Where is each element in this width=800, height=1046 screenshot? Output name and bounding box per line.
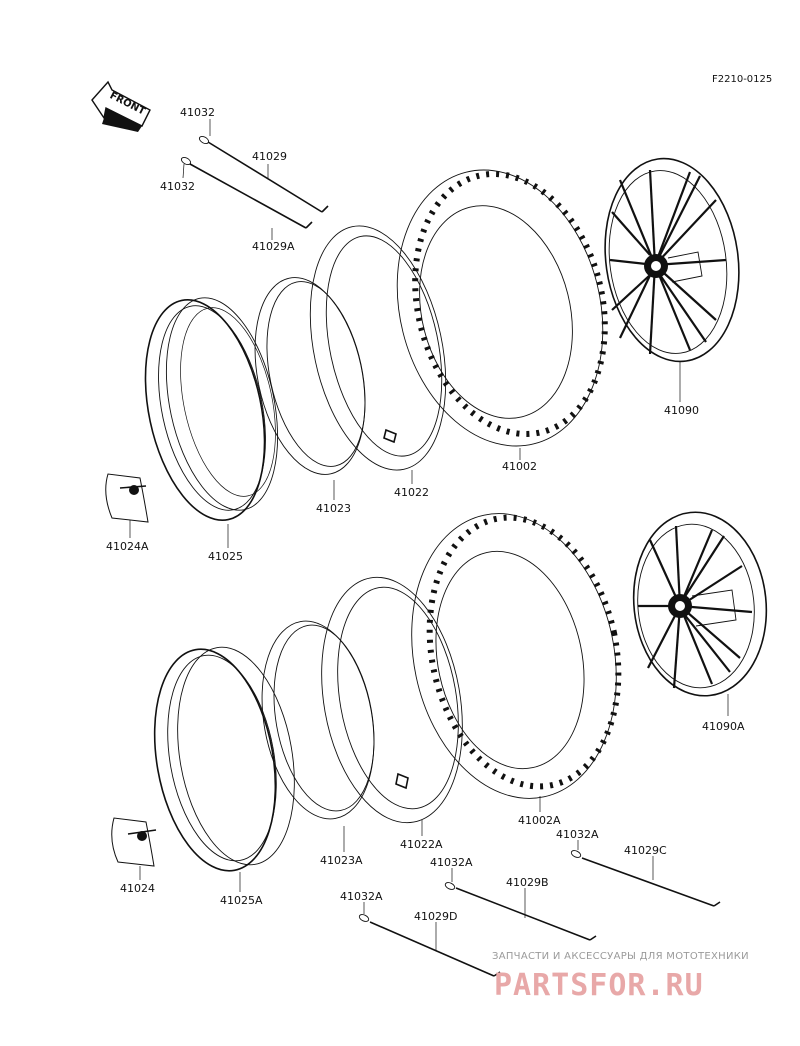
part-label-41032A-middle: 41032A bbox=[430, 856, 473, 869]
part-label-41025: 41025 bbox=[208, 550, 243, 563]
part-label-41022: 41022 bbox=[394, 486, 429, 499]
tube-41022A bbox=[321, 576, 463, 824]
part-label-41032-upper: 41032 bbox=[180, 106, 215, 119]
spoke-41029B bbox=[444, 882, 597, 941]
part-label-41029C: 41029C bbox=[624, 844, 667, 857]
part-label-41024: 41024 bbox=[120, 882, 155, 895]
wheel-assembly-41090 bbox=[604, 157, 740, 363]
tire-41002 bbox=[396, 169, 608, 447]
part-label-41032A-left: 41032A bbox=[340, 890, 383, 903]
spoke-41029D bbox=[358, 914, 501, 977]
part-label-41024A: 41024A bbox=[106, 540, 149, 553]
part-label-41022A: 41022A bbox=[400, 838, 443, 851]
rim-41025A bbox=[153, 646, 295, 872]
part-label-41023: 41023 bbox=[316, 502, 351, 515]
part-label-41032A-right: 41032A bbox=[556, 828, 599, 841]
rim-band-41023 bbox=[254, 277, 366, 475]
leader-lines bbox=[129, 119, 729, 950]
wheel-assembly-41090A bbox=[632, 511, 768, 697]
part-label-41029: 41029 bbox=[252, 150, 287, 163]
tube-41022 bbox=[309, 225, 447, 471]
rim-41025 bbox=[144, 297, 279, 521]
part-label-41029D: 41029D bbox=[414, 910, 457, 923]
rim-lock-41024A bbox=[105, 473, 149, 523]
spoke-41029C bbox=[570, 850, 721, 907]
part-label-41032-lower: 41032 bbox=[160, 180, 195, 193]
reference-code: F2210-0125 bbox=[712, 74, 772, 85]
spoke-41029A bbox=[180, 156, 313, 229]
front-arrow-icon: FRONT bbox=[91, 80, 151, 132]
spoke-41029 bbox=[198, 135, 329, 213]
part-label-41090: 41090 bbox=[664, 404, 699, 417]
part-label-41029B: 41029B bbox=[506, 876, 549, 889]
part-label-41025A: 41025A bbox=[220, 894, 263, 907]
watermark-tagline: ЗАПЧАСТИ И АКСЕССУАРЫ ДЛЯ МОТОТЕХНИКИ bbox=[492, 951, 749, 962]
part-label-41029A: 41029A bbox=[252, 240, 295, 253]
watermark-logo: PARTSFOR.RU bbox=[494, 968, 704, 1003]
rim-lock-41024 bbox=[111, 817, 157, 867]
watermark: ЗАПЧАСТИ И АКСЕССУАРЫ ДЛЯ МОТОТЕХНИКИ PA… bbox=[492, 951, 749, 1003]
part-label-41002A: 41002A bbox=[518, 814, 561, 827]
rim-band-41023A bbox=[261, 620, 375, 820]
part-label-41090A: 41090A bbox=[702, 720, 745, 733]
part-label-41023A: 41023A bbox=[320, 854, 363, 867]
tire-41002A bbox=[411, 513, 622, 799]
part-label-41002: 41002 bbox=[502, 460, 537, 473]
